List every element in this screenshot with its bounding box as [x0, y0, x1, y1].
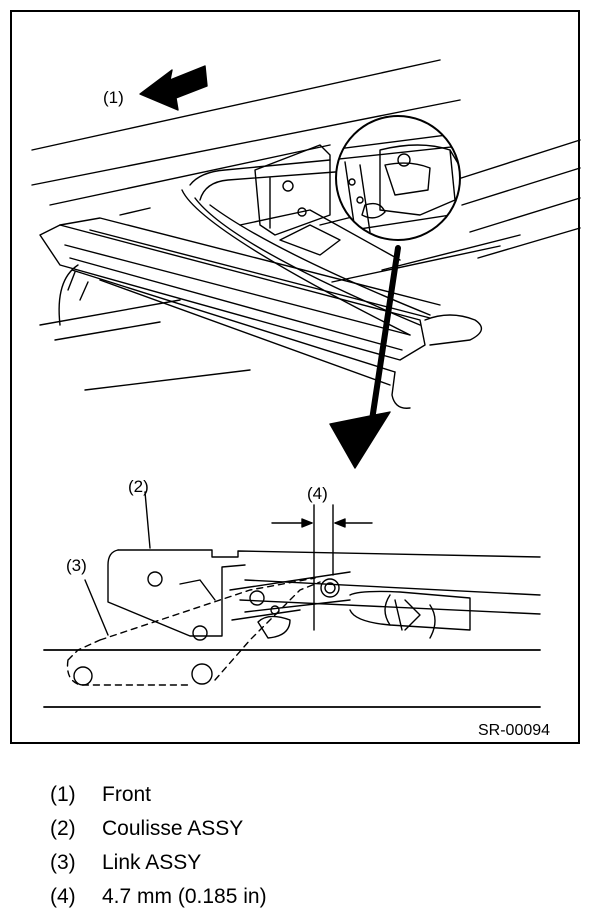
- legend-text: Coulisse ASSY: [102, 817, 244, 840]
- callout-2-label: (2): [128, 477, 149, 496]
- legend-item: (4) 4.7 mm (0.185 in): [50, 880, 267, 914]
- legend-number: (3): [50, 851, 76, 874]
- seat-rail-illustration: [31, 59, 581, 708]
- front-arrow-icon: [139, 65, 208, 111]
- legend-number: (4): [50, 885, 76, 908]
- legend-number: (1): [50, 783, 76, 806]
- coulisse-link-detail: [43, 491, 541, 708]
- legend-item: (1) Front: [50, 778, 267, 812]
- callout-1-label: (1): [103, 88, 124, 107]
- floor-lines: [31, 59, 581, 391]
- legend-item: (3) Link ASSY: [50, 846, 267, 880]
- magnified-detail: [335, 115, 461, 241]
- callout-3-label: (3): [66, 556, 87, 575]
- figure-frame: [10, 10, 580, 744]
- legend-number: (2): [50, 817, 76, 840]
- detail-pointer-arrow: [329, 245, 401, 469]
- legend-item: (2) Coulisse ASSY: [50, 812, 267, 846]
- callout-4-label: (4): [307, 484, 328, 503]
- legend: (1) Front (2) Coulisse ASSY (3) Link ASSY (…: [50, 778, 267, 914]
- seat-rail-assembly: [39, 144, 483, 409]
- legend-text: 4.7 mm (0.185 in): [102, 885, 267, 908]
- legend-text: Front: [102, 783, 152, 806]
- figure-code: SR-00094: [478, 722, 551, 739]
- legend-text: Link ASSY: [102, 851, 202, 874]
